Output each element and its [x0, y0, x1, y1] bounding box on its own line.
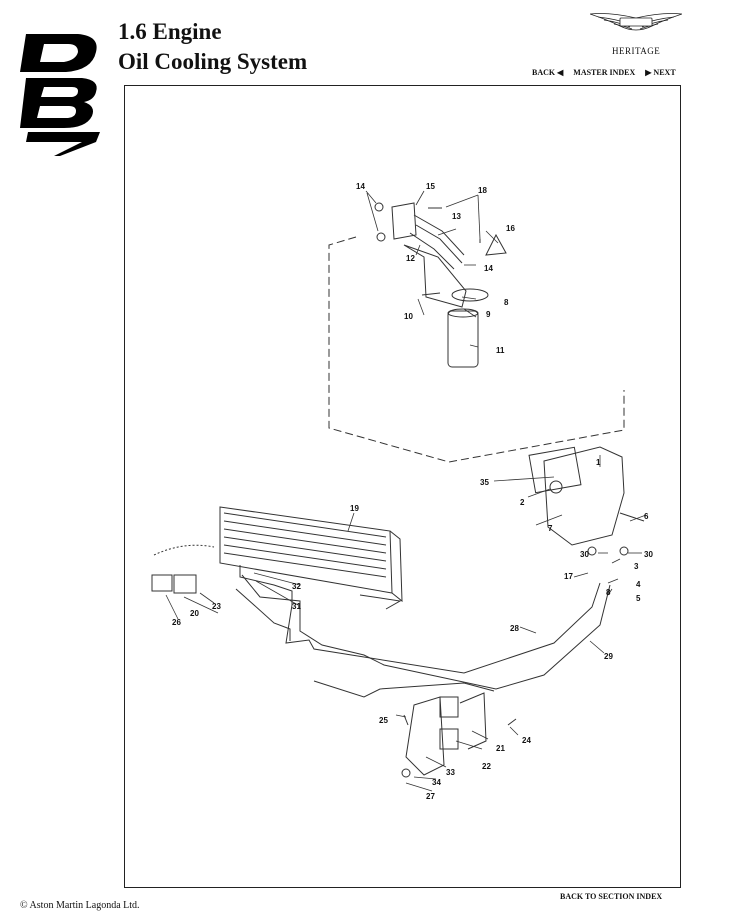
label-29: 29	[604, 652, 613, 661]
label-14-top: 14	[356, 182, 365, 191]
label-31: 31	[292, 602, 301, 611]
label-3: 3	[634, 562, 639, 571]
label-14-mid: 14	[484, 264, 493, 273]
label-21: 21	[496, 744, 505, 753]
label-28: 28	[510, 624, 519, 633]
label-16: 16	[506, 224, 515, 233]
label-32: 32	[292, 582, 301, 591]
label-2: 2	[520, 498, 525, 507]
label-33: 33	[446, 768, 455, 777]
label-6: 6	[644, 512, 649, 521]
label-10: 10	[404, 312, 413, 321]
master-index-link[interactable]: MASTER INDEX	[573, 68, 636, 77]
page-title-line2: Oil Cooling System	[118, 49, 308, 74]
copyright-text: © Aston Martin Lagonda Ltd.	[20, 900, 140, 911]
label-5: 5	[636, 594, 641, 603]
diagram-frame	[124, 85, 681, 888]
label-4: 4	[636, 580, 641, 589]
label-26: 26	[172, 618, 181, 627]
label-13: 13	[452, 212, 461, 221]
brand-heritage-text: HERITAGE	[612, 46, 661, 56]
label-35: 35	[480, 478, 489, 487]
oil-cooling-diagram: 14 15 18 13 16 12 14 8 10 9 11 1 35 2 7 …	[151, 182, 653, 801]
next-link[interactable]: ▶ NEXT	[645, 68, 676, 77]
label-25: 25	[379, 716, 388, 725]
label-12: 12	[406, 254, 415, 263]
label-1: 1	[596, 458, 601, 467]
label-27: 27	[426, 792, 435, 801]
aston-martin-wings-icon	[590, 13, 682, 31]
label-34: 34	[432, 778, 441, 787]
label-9: 9	[486, 310, 491, 319]
label-7: 7	[548, 524, 553, 533]
label-30-right: 30	[644, 550, 653, 559]
label-15: 15	[426, 182, 435, 191]
label-19: 19	[350, 504, 359, 513]
back-to-section-index-link[interactable]: BACK TO SECTION INDEX	[560, 892, 663, 901]
label-30-left: 30	[580, 550, 589, 559]
nav-bar: BACK ◀ MASTER INDEX ▶ NEXT	[532, 68, 684, 77]
label-23: 23	[212, 602, 221, 611]
db7-logo-icon	[20, 34, 100, 156]
label-22: 22	[482, 762, 491, 771]
back-link[interactable]: BACK ◀	[532, 68, 564, 77]
label-8-right: 8	[606, 588, 611, 597]
label-18: 18	[478, 186, 487, 195]
page-title-line1: 1.6 Engine	[118, 19, 222, 44]
label-20: 20	[190, 609, 199, 618]
label-17: 17	[564, 572, 573, 581]
label-11: 11	[496, 346, 505, 355]
label-24: 24	[522, 736, 531, 745]
label-8-top: 8	[504, 298, 509, 307]
